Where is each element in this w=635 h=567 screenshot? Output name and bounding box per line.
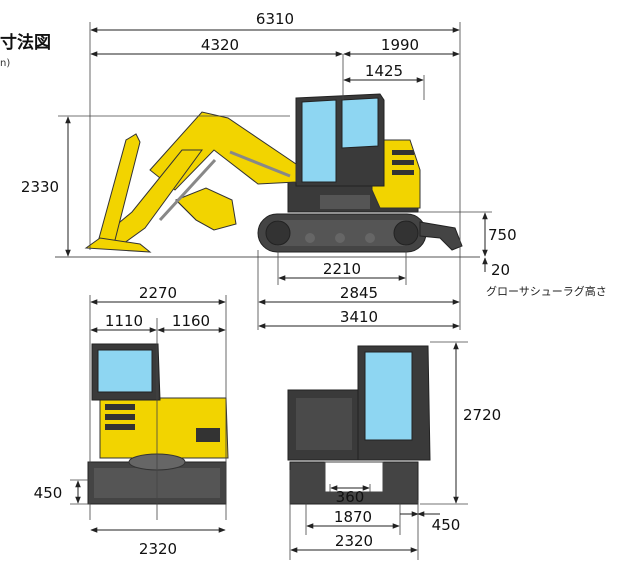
- unit-label: n): [0, 58, 11, 69]
- dim-blade-height: 750: [488, 226, 517, 244]
- dim-right-width: 1160: [172, 312, 210, 330]
- front-dimensions: [70, 295, 227, 533]
- front-view-excavator: [87, 343, 229, 505]
- dim-front-reach: 4320: [201, 36, 239, 54]
- lug-height-note: グローサシューラグ高さ: [486, 285, 607, 298]
- dim-blade-to-rear: 3410: [340, 308, 378, 326]
- dim-tumbler-center: 2210: [323, 260, 361, 278]
- dim-height: 2330: [21, 178, 59, 196]
- dim-rear-track-width: 2320: [335, 532, 373, 550]
- rear-view-excavator: [287, 345, 431, 505]
- page-title: 寸法図: [0, 33, 51, 53]
- dim-rear-length: 1990: [381, 36, 419, 54]
- side-dimensions: [58, 22, 492, 330]
- dim-crawler-length: 2845: [340, 284, 378, 302]
- dim-cab-to-rear: 1425: [365, 62, 403, 80]
- dim-shoe-width: 450: [432, 516, 461, 534]
- rear-dimensions: [289, 341, 468, 560]
- dim-lug-height: 20: [491, 261, 510, 279]
- side-view-excavator: [55, 93, 480, 258]
- dim-front-track-width: 2320: [139, 540, 177, 558]
- dim-left-width: 1110: [105, 312, 143, 330]
- dimension-labels: 6310 4320 1990 1425 2330 750 20 2210 284…: [21, 10, 517, 558]
- dim-overall-length: 6310: [256, 10, 294, 28]
- dim-ground-clearance: 450: [34, 484, 63, 502]
- dim-counterweight-clearance: 360: [336, 488, 365, 506]
- dim-overall-width: 2270: [139, 284, 177, 302]
- dim-track-gauge: 1870: [334, 508, 372, 526]
- dim-cab-height: 2720: [463, 406, 501, 424]
